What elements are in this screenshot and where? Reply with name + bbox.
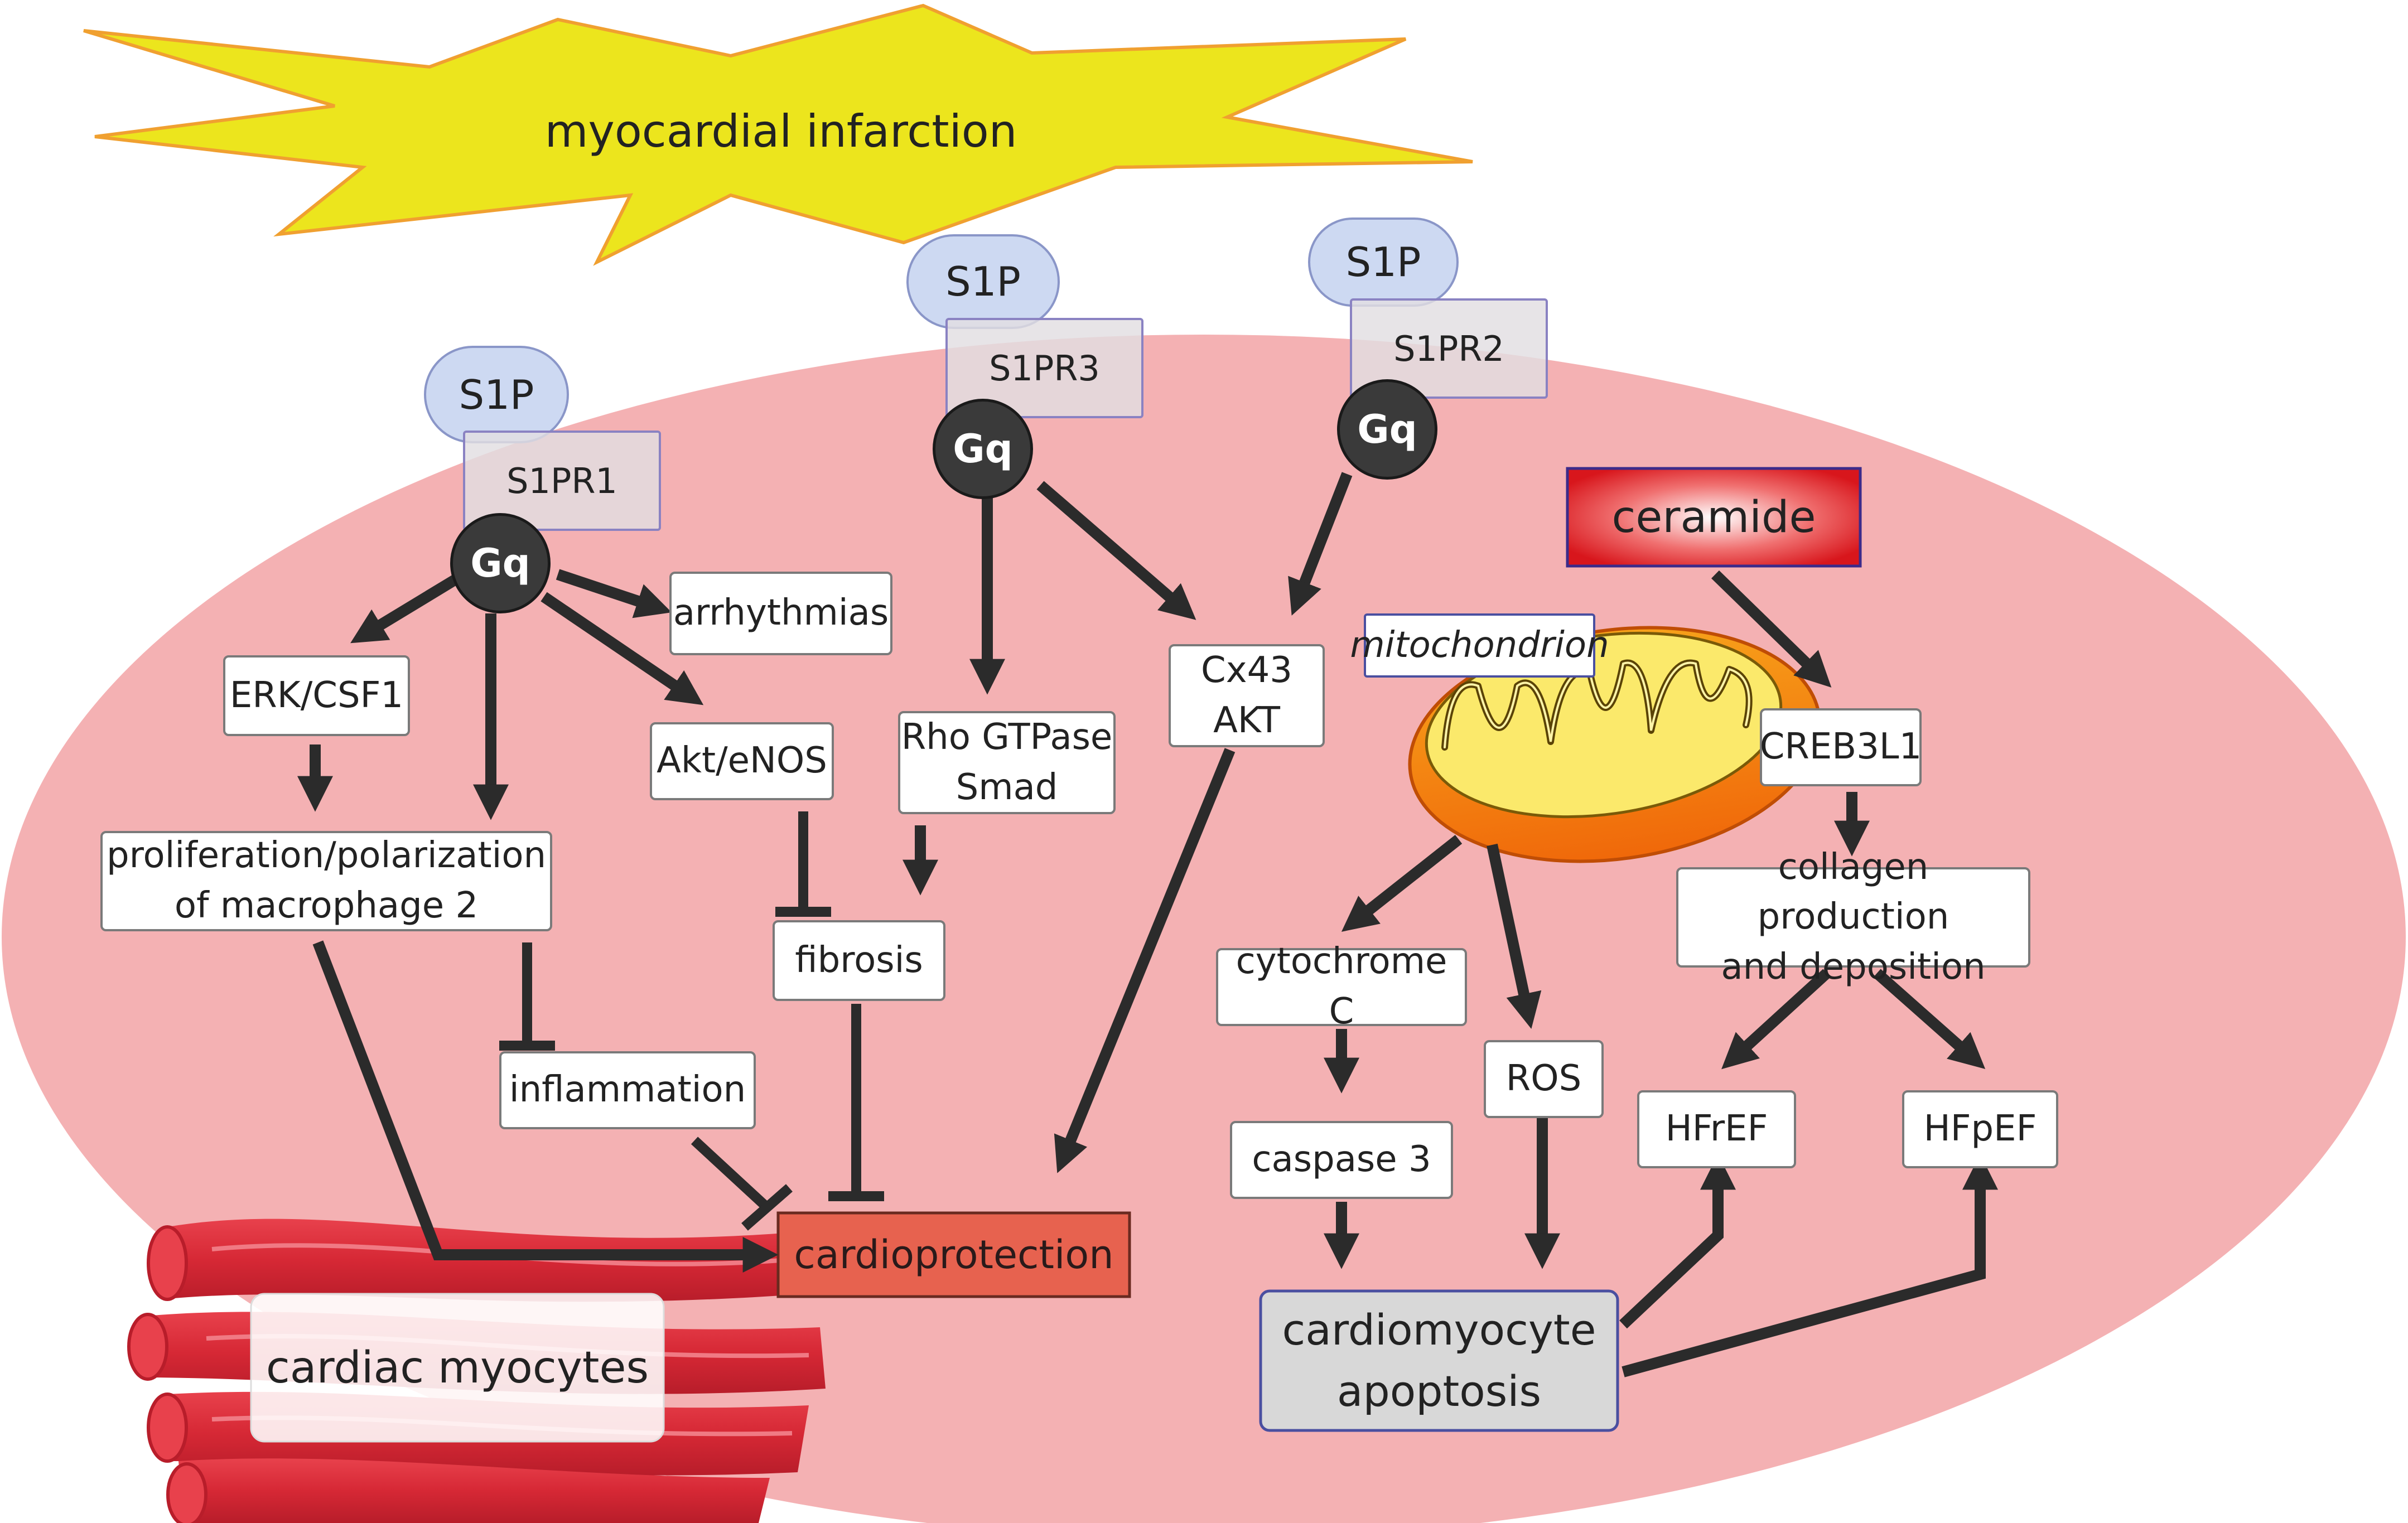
cytochrome-c-node: cytochrome C (1216, 941, 1467, 1032)
creb3l1-node: CREB3L1 (1760, 708, 1922, 786)
gq-protein-3: Gq (1337, 379, 1437, 480)
akt-enos-node: Akt/eNOS (650, 722, 834, 800)
hfpef-node: HFpEF (1902, 1090, 2058, 1168)
infarction-label: myocardial infarction (544, 105, 1017, 157)
rho-gtpase-node: Rho GTPase Smad (898, 711, 1116, 814)
gq-protein-2: Gq (933, 399, 1033, 499)
mitochondrion-graphic (1408, 626, 1822, 863)
activation-arrows (297, 472, 1999, 1377)
gq-protein-1: Gq (450, 513, 551, 613)
fibrosis-node: fibrosis (773, 920, 945, 1001)
arrhythmias-node: arrhythmias (669, 572, 892, 655)
cardioprotection-label: cardioprotection (794, 1232, 1114, 1278)
apoptosis-box (1259, 1289, 1619, 1432)
collagen-node: collagen production and deposition (1676, 847, 2030, 988)
apoptosis-label: cardiomyocyte apoptosis (1282, 1304, 1596, 1416)
s1pr1-receptor: S1PR1 (463, 431, 661, 531)
mitochondrion-label: mitochondrion (1350, 613, 1609, 678)
ceramide-box (1566, 467, 1862, 568)
infarction-burst (83, 3, 1473, 266)
ceramide-label: ceramide (1611, 492, 1816, 543)
caspase-3-node: caspase 3 (1230, 1121, 1453, 1199)
hfref-node: HFrEF (1637, 1090, 1796, 1168)
macrophage-node: proliferation/polarization of macrophage… (100, 831, 552, 931)
ros-node: ROS (1484, 1040, 1604, 1118)
s1p-ligand-1: S1P (424, 346, 569, 443)
myocytes-backdrop (250, 1293, 665, 1443)
inhibition-lines (499, 811, 884, 1231)
s1p-ligand-3: S1P (1308, 217, 1459, 307)
myocytes-label: cardiac myocytes (266, 1342, 649, 1393)
cx43-akt-node: Cx43 AKT (1169, 644, 1325, 747)
erk-csf1-node: ERK/CSF1 (223, 655, 410, 736)
s1p-ligand-2: S1P (906, 234, 1060, 329)
inflammation-node: inflammation (499, 1051, 756, 1129)
